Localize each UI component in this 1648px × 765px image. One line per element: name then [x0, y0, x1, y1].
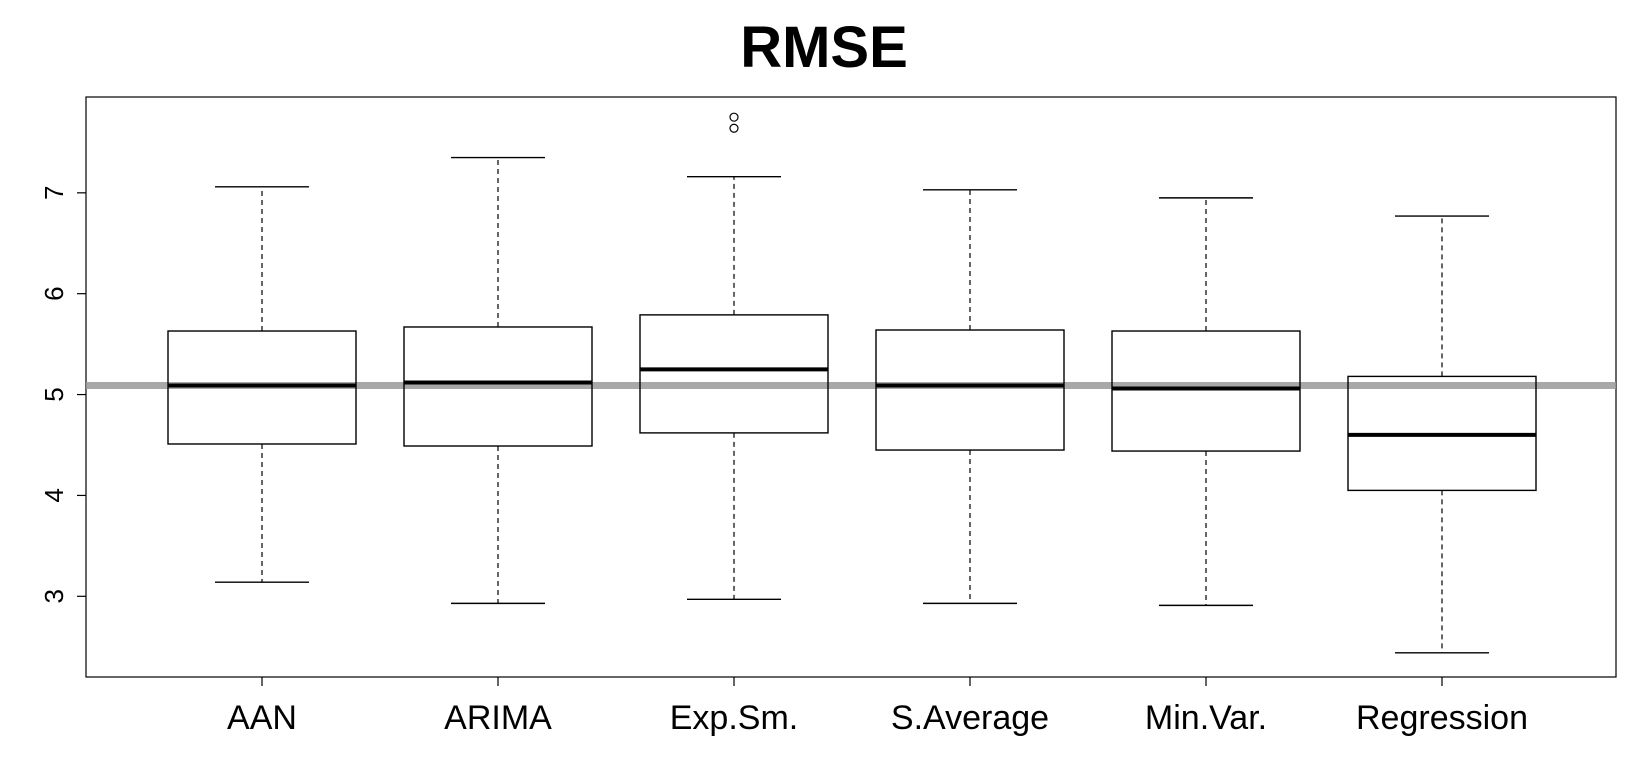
- y-tick-label: 7: [39, 186, 69, 200]
- box-exp-sm: [639, 314, 829, 434]
- box-arima: [403, 326, 593, 447]
- box-aan: [167, 330, 357, 445]
- chart-title: RMSE: [740, 15, 908, 80]
- outlier-exp-sm: [729, 123, 739, 133]
- x-tick-label-exp-sm: Exp.Sm.: [670, 699, 798, 737]
- box-min-var: [1111, 330, 1301, 452]
- y-tick-label: 5: [39, 387, 69, 401]
- box-s-average: [875, 329, 1065, 451]
- x-tick-label-s-average: S.Average: [891, 699, 1049, 737]
- y-tick-label: 6: [39, 286, 69, 300]
- x-tick-label-aan: AAN: [227, 699, 297, 737]
- x-tick-label-min-var: Min.Var.: [1145, 699, 1267, 737]
- outlier-exp-sm: [729, 112, 739, 122]
- x-tick-label-arima: ARIMA: [444, 699, 552, 737]
- y-tick-label: 4: [39, 488, 69, 502]
- x-tick-label-regression: Regression: [1356, 699, 1528, 737]
- y-tick-label: 3: [39, 589, 69, 603]
